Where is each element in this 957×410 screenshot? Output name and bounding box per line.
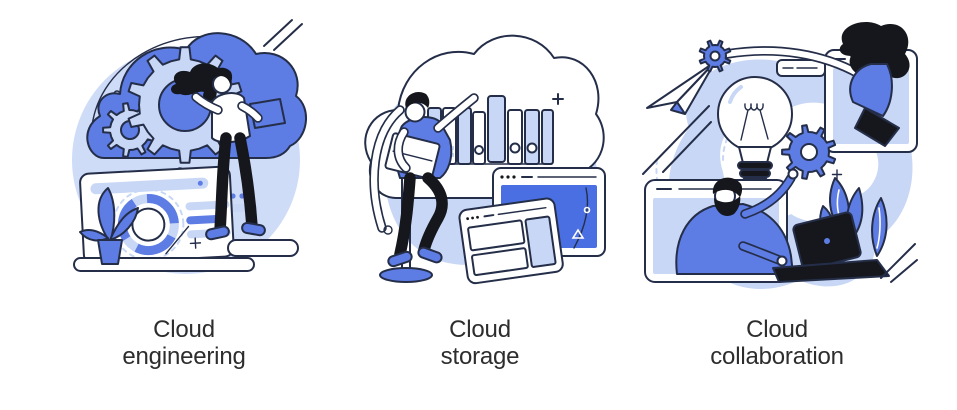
cloud-collaboration-illustration — [642, 22, 918, 289]
sparkle-icon — [552, 93, 564, 105]
diagonal-accent — [880, 243, 918, 283]
sparkle-icon — [831, 169, 843, 180]
hand — [787, 168, 799, 180]
cloud-storage-illustration — [364, 34, 606, 285]
diagonal-accent — [165, 225, 190, 255]
shoe — [241, 221, 266, 237]
laptop-icon — [772, 211, 890, 283]
hand — [776, 255, 788, 267]
wireframe-box — [467, 219, 526, 252]
speed-lines — [642, 105, 712, 175]
caption-cloud-collaboration: Cloud collaboration — [710, 316, 844, 370]
cloud-engineering-illustration — [72, 19, 308, 274]
caption-cloud-engineering: Cloud engineering — [122, 316, 246, 370]
wireframe-box — [471, 247, 529, 277]
skirt — [854, 107, 900, 147]
medium-gear-icon — [781, 124, 837, 180]
leg — [394, 172, 416, 260]
panel-cloud-collaboration: Cloud collaboration — [627, 12, 927, 370]
hair — [712, 177, 743, 197]
hair — [405, 91, 430, 108]
leg — [418, 172, 448, 256]
leg — [234, 132, 258, 232]
leg — [214, 132, 232, 236]
torso — [849, 63, 893, 117]
hair — [171, 63, 220, 101]
man-figure — [384, 91, 479, 268]
plant-icon — [79, 187, 139, 265]
beard — [714, 196, 741, 217]
browser-top-bar — [90, 177, 209, 195]
paper-plane-icon — [646, 61, 716, 115]
raised-binder — [487, 95, 506, 163]
panel-cloud-engineering: Cloud engineering — [44, 12, 324, 370]
shoe — [205, 225, 230, 241]
shoe — [387, 250, 413, 268]
woman-figure — [722, 22, 910, 147]
panel-cloud-storage: Cloud storage — [338, 12, 622, 370]
woman-figure — [171, 63, 286, 241]
man-figure — [675, 168, 799, 275]
hair — [839, 22, 910, 80]
caption-cloud-storage: Cloud storage — [440, 316, 520, 370]
browser-window-front — [458, 197, 564, 285]
wireframe-sidebar — [524, 215, 557, 268]
step-ledge — [227, 239, 299, 257]
shoe — [417, 246, 443, 264]
sparkle-icon — [189, 237, 202, 249]
held-gear-icon — [698, 39, 732, 73]
